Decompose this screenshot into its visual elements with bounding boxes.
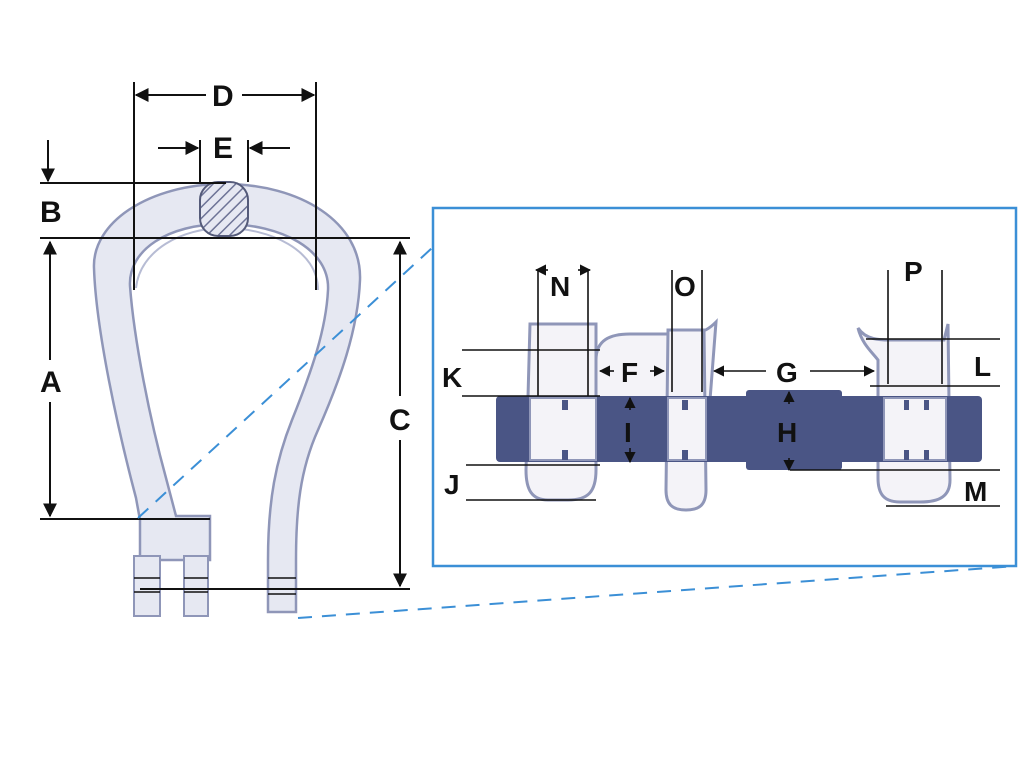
label-E: E: [213, 132, 233, 165]
label-P: P: [904, 256, 923, 287]
label-I: I: [624, 417, 632, 448]
shackle-outline: [92, 182, 362, 614]
inset-dimensions: [462, 264, 1000, 507]
label-H: H: [777, 417, 797, 448]
inset-labels: N O P F G K L I H J M: [442, 256, 991, 507]
shackle-body: [92, 181, 362, 617]
label-C: C: [389, 404, 411, 437]
inset-pin-bar: [496, 396, 982, 462]
label-B: B: [40, 196, 62, 229]
shackle-fork-leg-right: [183, 555, 209, 617]
label-D: D: [212, 80, 234, 113]
label-A: A: [40, 366, 62, 399]
label-G: G: [776, 357, 798, 388]
shackle-dimensions: [40, 82, 410, 590]
label-J: J: [444, 469, 460, 500]
label-F: F: [621, 357, 638, 388]
detail-inset: N O P F G K L I H J M: [431, 206, 1018, 568]
inset-pin-collar: [746, 390, 842, 470]
label-N: N: [550, 271, 570, 302]
label-L: L: [974, 351, 991, 382]
label-M: M: [964, 476, 987, 507]
shackle-fork-leg-left: [133, 555, 161, 617]
label-O: O: [674, 271, 696, 302]
inset-leader-lines: [137, 247, 1017, 619]
crown-cross-section: [199, 181, 249, 237]
shackle-labels: D E B A C: [40, 80, 411, 437]
label-K: K: [442, 362, 462, 393]
